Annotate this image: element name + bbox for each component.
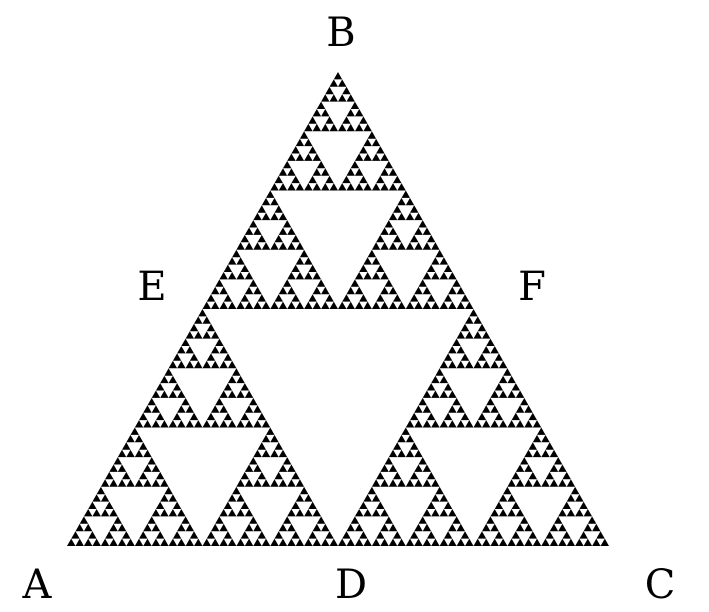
vertex-label-d: D	[335, 562, 367, 608]
sierpinski-fractal	[67, 72, 609, 546]
vertex-label-e: E	[137, 264, 166, 310]
vertex-label-c: C	[645, 562, 676, 608]
fractal-marks	[67, 72, 609, 546]
vertex-label-f: F	[518, 264, 546, 310]
vertex-label-a: A	[22, 562, 53, 608]
vertex-label-b: B	[326, 10, 355, 56]
